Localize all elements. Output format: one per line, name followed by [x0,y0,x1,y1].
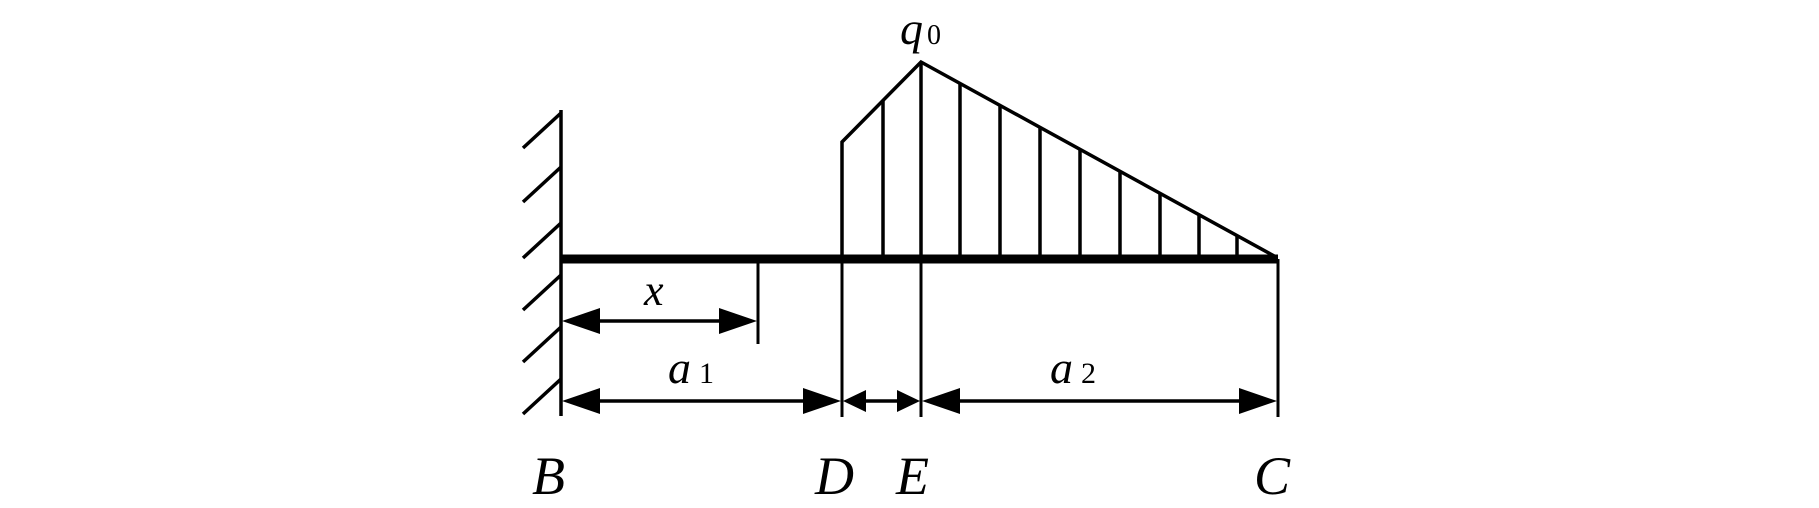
arrow-left-icon [562,308,600,334]
point-label-c: C [1254,446,1291,506]
arrow-right-icon [1239,388,1277,414]
load-outline [840,59,1277,259]
hatch-line [521,165,563,204]
dim-x [562,308,757,334]
distributed-load [840,59,1277,259]
arrow-right-icon [803,388,841,414]
arrow-left-icon [843,390,866,412]
dim-a2 [922,388,1277,414]
dim-label-x: x [643,266,664,315]
point-label-b: B [532,446,565,506]
hatch-line [521,273,563,312]
arrow-right-icon [719,308,757,334]
point-label-e: E [895,446,929,506]
fixed-support-wall [521,110,563,416]
hatch-line [521,325,563,364]
extension-lines [756,259,1280,417]
arrow-left-icon [562,388,600,414]
dim-de [843,390,920,412]
dimension-lines [562,308,1277,414]
arrow-left-icon [922,388,960,414]
point-label-d: D [814,446,854,506]
hatch-line [521,111,563,150]
arrow-right-icon [897,390,920,412]
dim-a1 [562,388,841,414]
hatch-line [521,221,563,260]
hatch-line [521,377,563,416]
